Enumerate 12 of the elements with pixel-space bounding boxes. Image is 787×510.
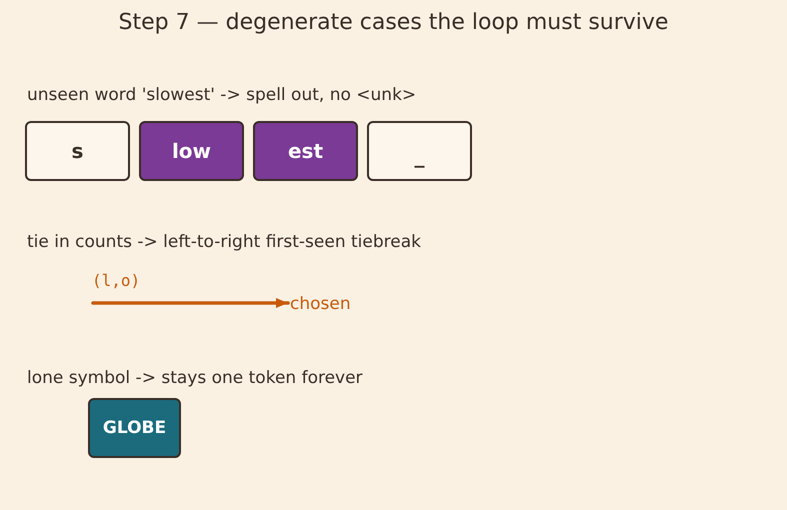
section-heading: unseen word 'slowest' -> spell out, no <unk> bbox=[27, 85, 416, 105]
result-label: chosen bbox=[290, 294, 351, 314]
edge-label: (l,o) bbox=[92, 272, 140, 290]
title: Step 7 — degenerate cases the loop must survive bbox=[118, 10, 668, 35]
section-heading: tie in counts -> left-to-right first-seen tiebreak bbox=[27, 232, 421, 252]
token-box: _ bbox=[367, 121, 472, 181]
arrow bbox=[91, 298, 290, 308]
token-box: s bbox=[25, 121, 130, 181]
section-heading: lone symbol -> stays one token forever bbox=[27, 368, 363, 388]
token-box: GLOBE bbox=[88, 398, 181, 458]
token-box: est bbox=[253, 121, 358, 181]
token-box: low bbox=[139, 121, 244, 181]
